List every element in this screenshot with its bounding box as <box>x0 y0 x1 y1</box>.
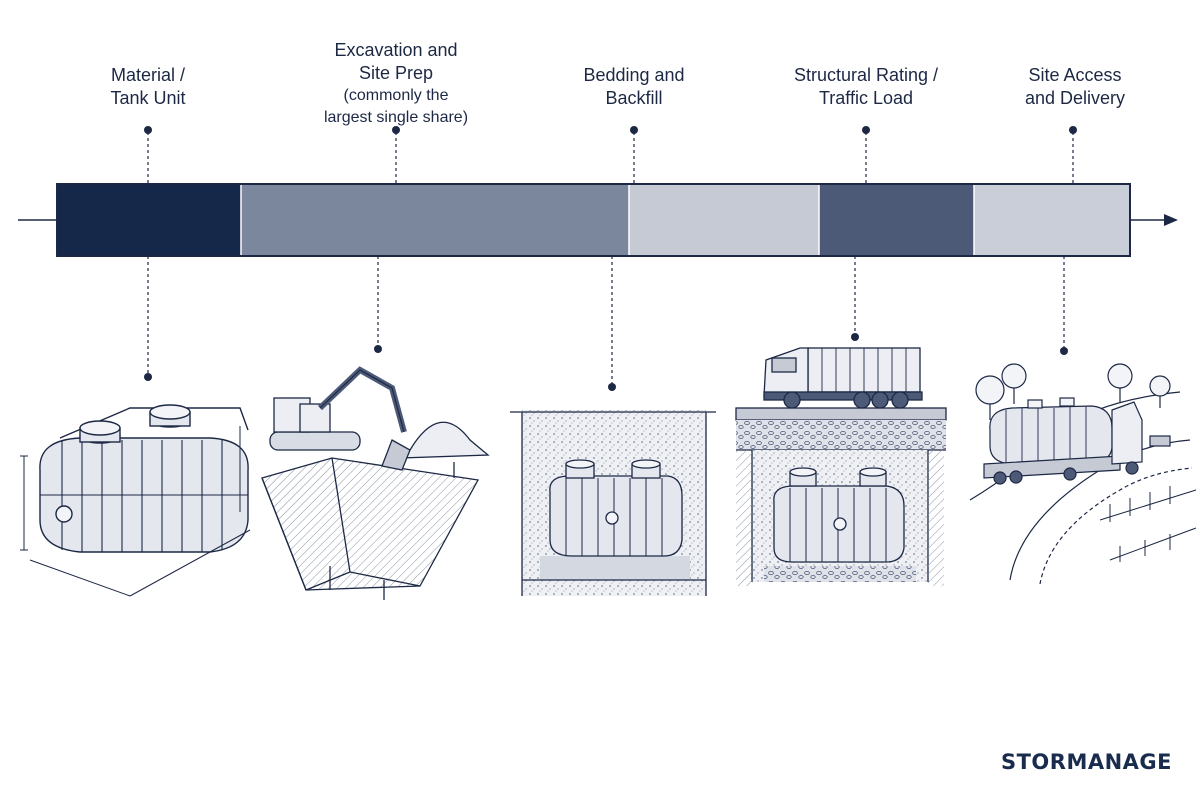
label-bedding-line1: Bedding and <box>583 65 685 85</box>
label-access-line2: and Delivery <box>1024 88 1126 108</box>
label-structural: Structural Rating / Traffic Load <box>794 64 938 110</box>
label-excavation-note2: largest single share) <box>323 109 469 126</box>
label-material-line1: Material / <box>110 65 186 85</box>
segment-bedding <box>629 184 819 256</box>
lower-leaders <box>144 256 1068 391</box>
tank-delivery-truck-icon <box>969 363 1197 585</box>
label-excavation: Excavation and Site Prep (commonly the l… <box>324 39 468 129</box>
label-excavation-line1: Excavation and <box>334 40 458 60</box>
brand-logo: STORMANAGE <box>1000 750 1172 774</box>
segment-access <box>974 184 1130 256</box>
label-access: Site Access and Delivery <box>1025 64 1125 110</box>
axis-arrow-icon <box>1164 214 1178 226</box>
label-material-line2: Tank Unit <box>110 88 186 108</box>
segment-excavation <box>241 184 629 256</box>
label-material: Material / Tank Unit <box>110 64 185 110</box>
upper-leaders <box>144 126 1077 184</box>
cost-bar <box>56 183 1131 257</box>
truck-over-tank-icon <box>735 347 947 586</box>
label-access-line1: Site Access <box>1028 65 1122 85</box>
label-bedding: Bedding and Backfill <box>583 64 684 110</box>
label-excavation-note1: (commonly the <box>343 87 449 104</box>
label-structural-line2: Traffic Load <box>818 88 914 108</box>
tank-unit-icon <box>20 404 251 597</box>
label-bedding-line2: Backfill <box>605 88 663 108</box>
tank-in-bedding-icon <box>510 410 716 596</box>
excavator-pit-icon <box>261 366 490 600</box>
label-structural-line1: Structural Rating / <box>793 65 939 85</box>
segment-structural <box>819 184 974 256</box>
segment-material <box>57 184 241 256</box>
label-excavation-line2: Site Prep <box>358 63 434 83</box>
